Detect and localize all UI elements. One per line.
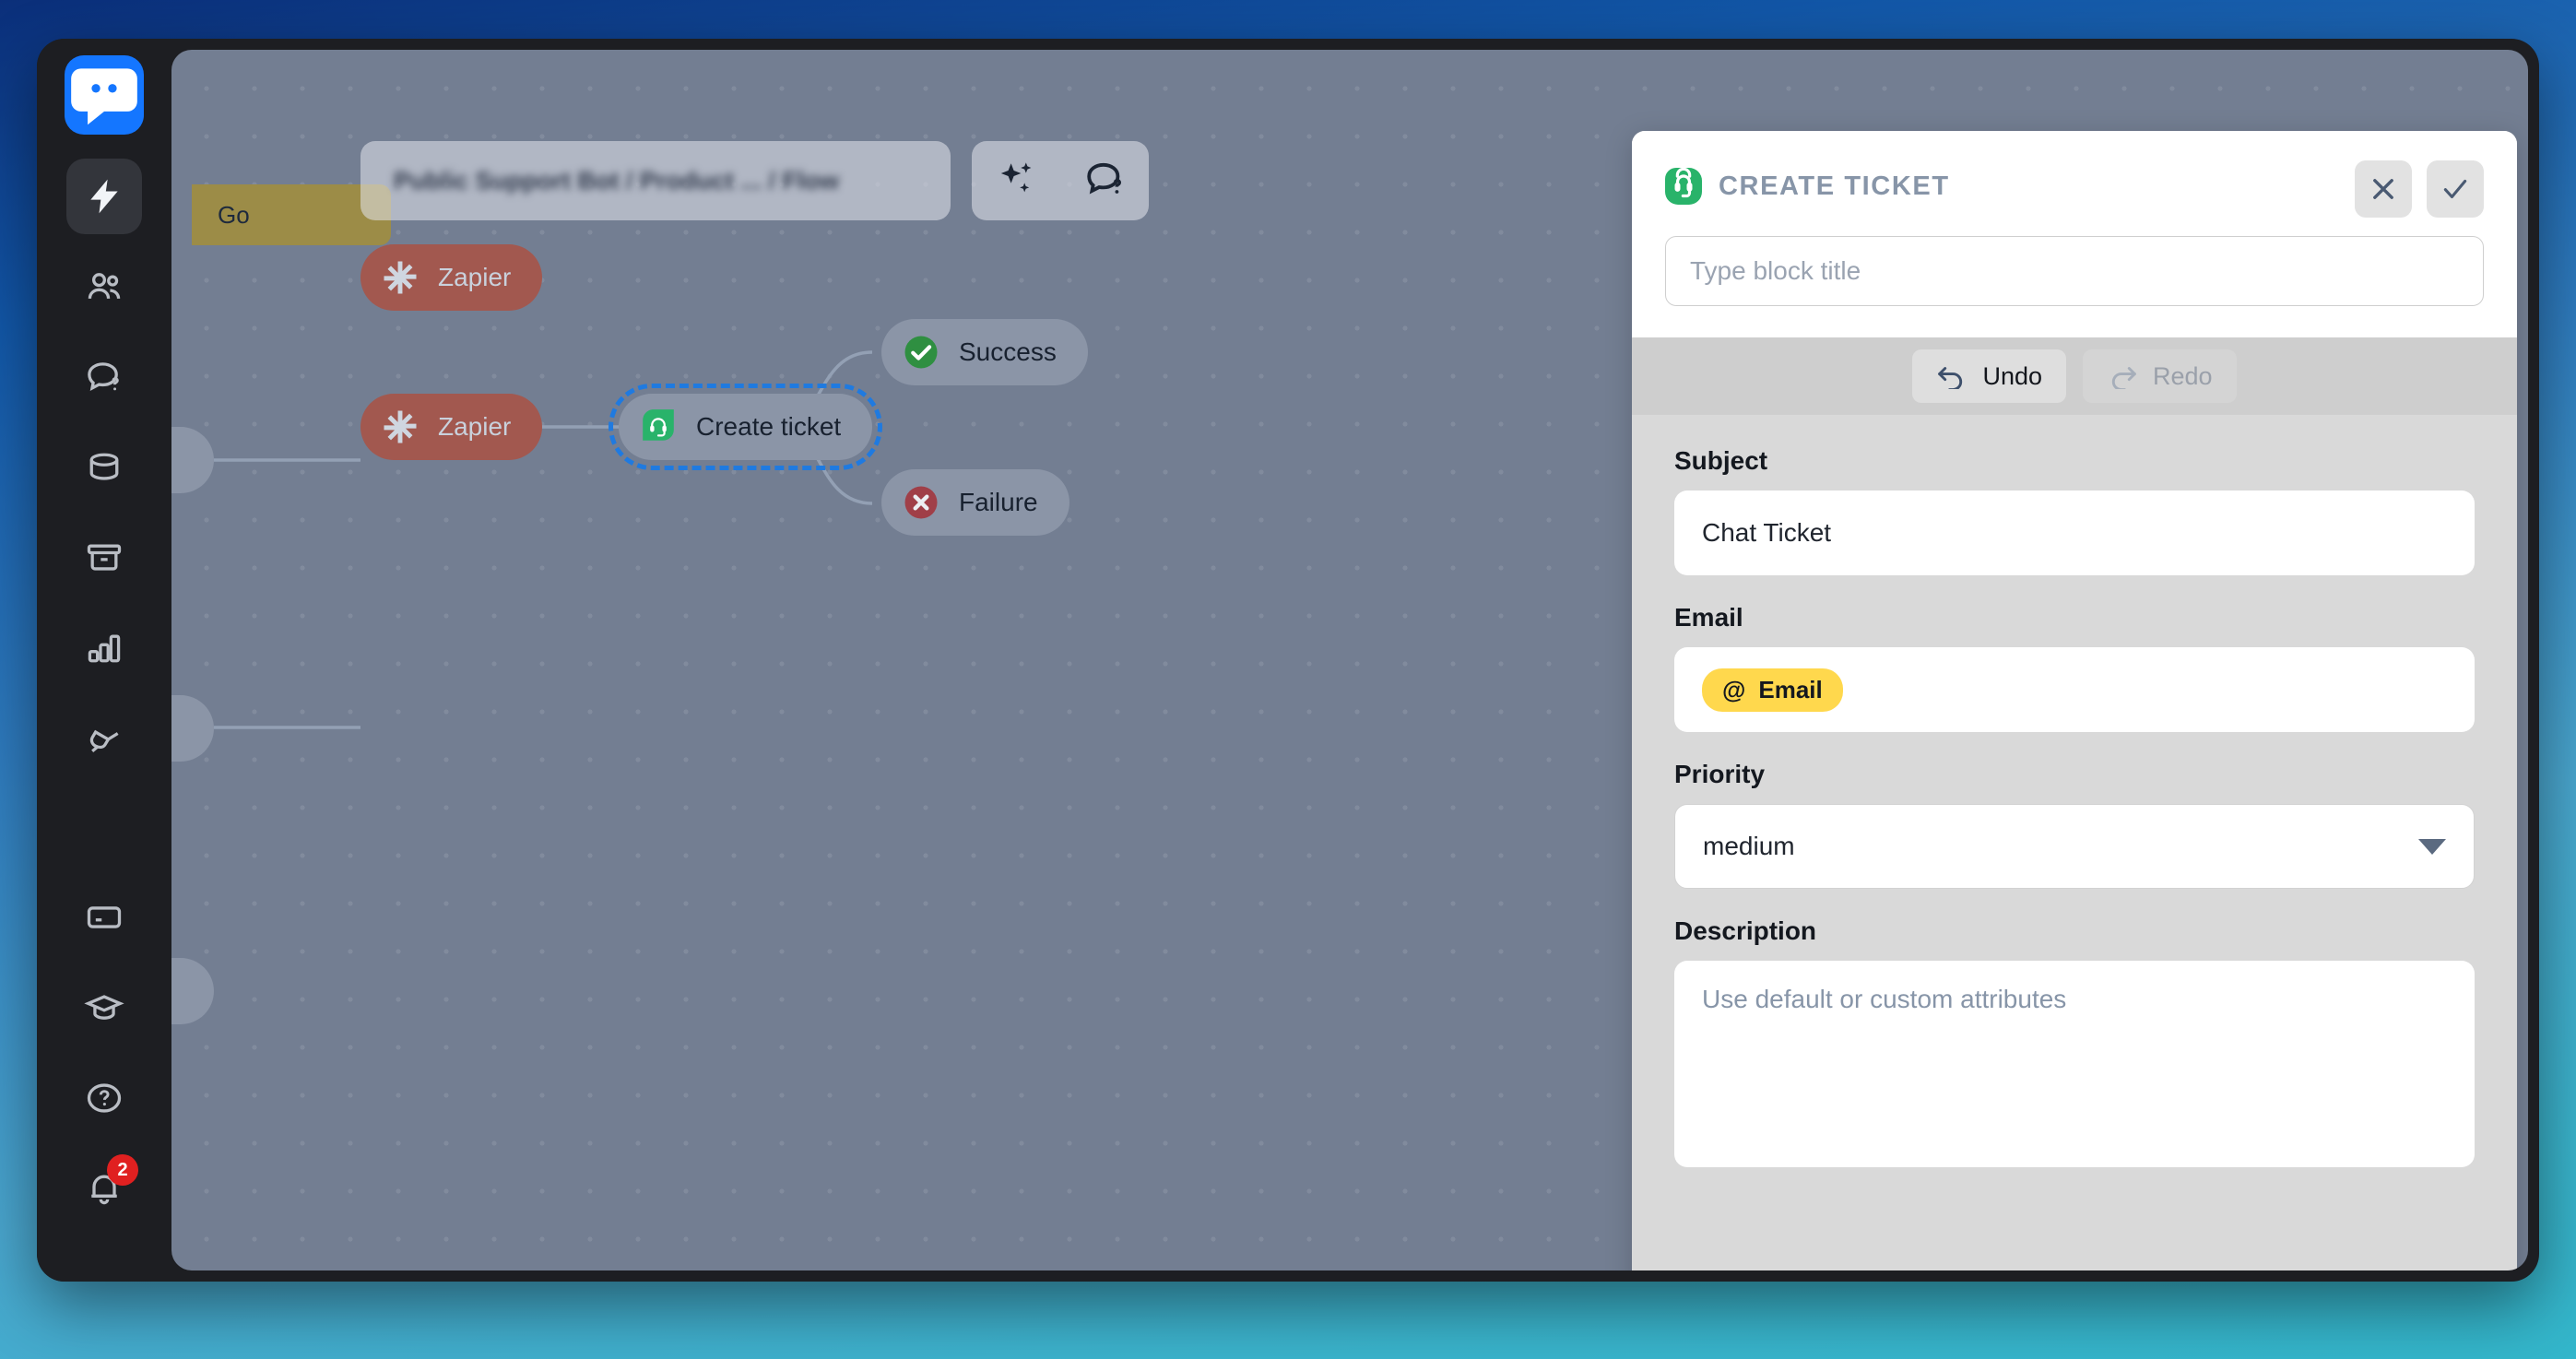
page-title: CREATE TICKET xyxy=(1719,171,1950,201)
description-placeholder: Use default or custom attributes xyxy=(1702,985,2067,1013)
canvas-tools xyxy=(972,141,1149,220)
sidebar-item-billing[interactable] xyxy=(66,880,142,955)
priority-select[interactable]: medium xyxy=(1674,804,2475,889)
redo-button[interactable]: Redo xyxy=(2083,349,2237,403)
flow-node-failure[interactable]: Failure xyxy=(881,469,1069,536)
ticket-form: Subject Chat Ticket Email @ Email xyxy=(1632,415,2517,1167)
field-description: Description Use default or custom attrib… xyxy=(1674,916,2475,1167)
panel-header-actions xyxy=(2355,160,2484,218)
flow-node-label: Failure xyxy=(959,488,1038,516)
x-circle-icon xyxy=(902,483,940,522)
headset-icon xyxy=(639,408,678,446)
panel-header: CREATE TICKET xyxy=(1632,131,2517,337)
database-icon xyxy=(89,453,119,480)
chevron-down-icon xyxy=(2418,838,2446,855)
block-title-input[interactable] xyxy=(1665,236,2484,306)
history-toolbar: Undo Redo xyxy=(1632,337,2517,415)
email-label: Email xyxy=(1674,603,1743,632)
chat-question-icon xyxy=(88,362,119,391)
bell-icon xyxy=(91,1175,117,1205)
breadcrumb-label: Public Support Bot / Product ... / Flow xyxy=(394,166,839,195)
redo-label: Redo xyxy=(2153,361,2213,390)
sidebar-item-reports[interactable] xyxy=(66,610,142,686)
create-ticket-panel: CREATE TICKET xyxy=(1632,131,2517,1270)
graduation-cap-icon xyxy=(84,995,124,1020)
email-chip-label: Email xyxy=(1758,675,1823,703)
app-window: 2 Zapier xyxy=(37,39,2539,1282)
undo-button[interactable]: Undo xyxy=(1912,349,2066,403)
flow-node-label: Success xyxy=(959,337,1057,366)
archive-icon xyxy=(87,544,122,571)
flow-node-label: Create ticket xyxy=(696,412,842,441)
sidebar-item-help[interactable] xyxy=(66,1060,142,1136)
flow-node-label: Zapier xyxy=(438,263,512,291)
confirm-button[interactable] xyxy=(2427,160,2484,218)
notification-badge: 2 xyxy=(107,1154,138,1186)
field-priority: Priority medium xyxy=(1674,760,2475,889)
panel-title-row: CREATE TICKET xyxy=(1665,168,2484,205)
chat-question-icon[interactable] xyxy=(1082,157,1127,206)
undo-icon xyxy=(1938,367,1963,389)
bar-chart-icon xyxy=(88,634,121,663)
priority-label: Priority xyxy=(1674,760,1766,788)
logo-mark xyxy=(65,55,144,135)
close-button[interactable] xyxy=(2355,160,2412,218)
at-symbol-icon: @ xyxy=(1722,675,1746,703)
email-input[interactable]: @ Email xyxy=(1674,647,2475,732)
card-icon xyxy=(87,906,122,928)
field-email: Email @ Email xyxy=(1674,603,2475,732)
sidebar-item-integrations[interactable] xyxy=(66,701,142,776)
email-attribute-chip[interactable]: @ Email xyxy=(1702,668,1843,712)
ai-sparkle-icon[interactable] xyxy=(994,157,1038,206)
sidebar-item-notifications[interactable]: 2 xyxy=(66,1151,142,1226)
zapier-icon xyxy=(381,258,419,297)
flow-node-label: Zapier xyxy=(438,412,512,441)
check-circle-icon xyxy=(902,333,940,372)
plug-icon xyxy=(89,729,119,753)
field-subject: Subject Chat Ticket xyxy=(1674,446,2475,575)
sidebar-rail: 2 xyxy=(37,39,171,1282)
redo-icon xyxy=(2111,367,2136,389)
close-icon xyxy=(2373,179,2393,199)
sidebar-item-users[interactable] xyxy=(66,249,142,325)
sidebar-item-archives[interactable] xyxy=(66,520,142,596)
description-input[interactable]: Use default or custom attributes xyxy=(1674,961,2475,1167)
flow-node-success[interactable]: Success xyxy=(881,319,1088,385)
lightning-icon xyxy=(90,179,118,214)
flow-canvas[interactable]: Zapier Zapier Create ticket xyxy=(171,50,2528,1270)
flow-node-zapier-1[interactable]: Zapier xyxy=(360,244,543,311)
sidebar-item-chats[interactable] xyxy=(66,339,142,415)
chatbot-logo[interactable] xyxy=(65,55,144,144)
flow-node-create-ticket[interactable]: Create ticket xyxy=(608,384,883,470)
flow-side-tab[interactable]: Go xyxy=(192,184,391,245)
sidebar-item-knowledge[interactable] xyxy=(66,430,142,505)
flow-node-zapier-2[interactable]: Zapier xyxy=(360,394,543,460)
description-label: Description xyxy=(1674,916,1817,945)
subject-input[interactable]: Chat Ticket xyxy=(1674,490,2475,575)
check-icon xyxy=(2443,179,2467,199)
zapier-icon xyxy=(381,408,419,446)
question-circle-icon xyxy=(87,1083,122,1113)
headset-icon xyxy=(1665,168,1702,205)
priority-value: medium xyxy=(1703,832,1795,860)
chat-bubble-icon xyxy=(71,68,137,125)
sidebar-item-automation[interactable] xyxy=(66,159,142,234)
undo-label: Undo xyxy=(1982,361,2042,390)
sidebar-item-learn[interactable] xyxy=(66,970,142,1046)
flow-side-tab-label: Go xyxy=(218,200,250,229)
subject-label: Subject xyxy=(1674,446,1768,475)
breadcrumb[interactable]: Public Support Bot / Product ... / Flow xyxy=(360,141,951,220)
subject-value: Chat Ticket xyxy=(1702,518,1832,547)
people-icon xyxy=(88,273,121,299)
